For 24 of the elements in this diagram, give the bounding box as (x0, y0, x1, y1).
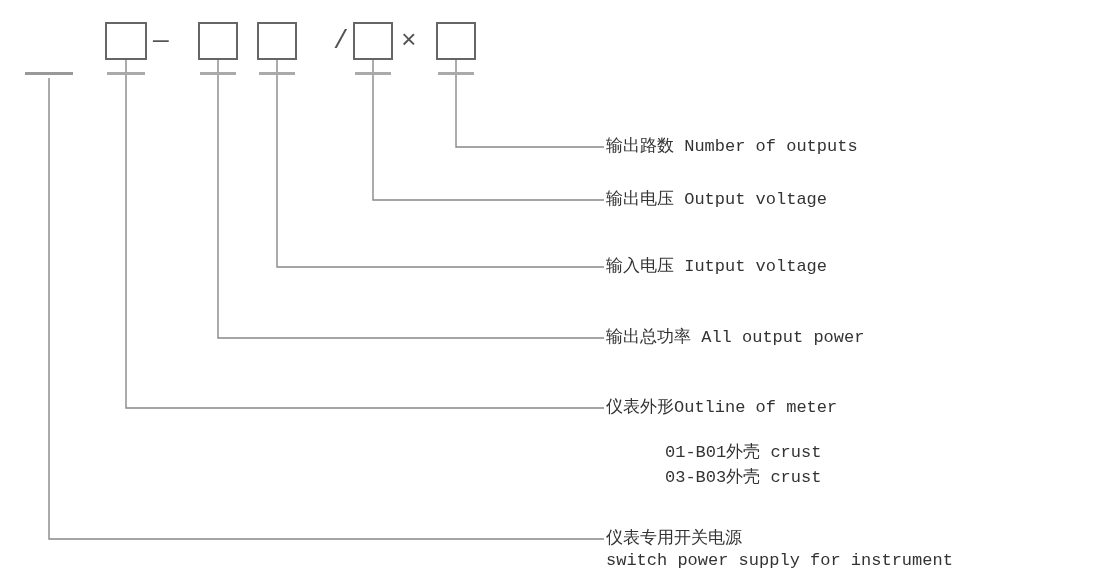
underline-mark (25, 72, 73, 78)
option-text: 01-B01外壳 crust (665, 442, 822, 464)
callout-text: 输出路数 Number of outputs (606, 136, 858, 158)
callout-text: 输出电压 Output voltage (606, 189, 828, 211)
option-text: 03-B03外壳 crust (665, 467, 822, 489)
slash-sign: / (333, 26, 349, 56)
leader-line (455, 59, 605, 148)
code-placeholder-box (353, 22, 393, 60)
times-sign: × (401, 26, 417, 56)
leader-line (125, 59, 605, 409)
code-placeholder-box (257, 22, 297, 60)
dash-sign: — (153, 26, 169, 56)
callout-text: 输出总功率 All output power (606, 327, 865, 349)
code-placeholder-box (105, 22, 147, 60)
callout-text: 仪表专用开关电源 (606, 528, 743, 550)
leader-line (372, 59, 605, 201)
code-placeholder-box (198, 22, 238, 60)
callout-subtext: switch power supply for instrument (606, 550, 953, 572)
leader-line (217, 59, 605, 339)
code-placeholder-box (436, 22, 476, 60)
leader-line (276, 59, 605, 268)
leader-line (48, 77, 605, 540)
callout-text: 输入电压 Iutput voltage (606, 256, 828, 278)
callout-text: 仪表外形Outline of meter (606, 397, 838, 419)
